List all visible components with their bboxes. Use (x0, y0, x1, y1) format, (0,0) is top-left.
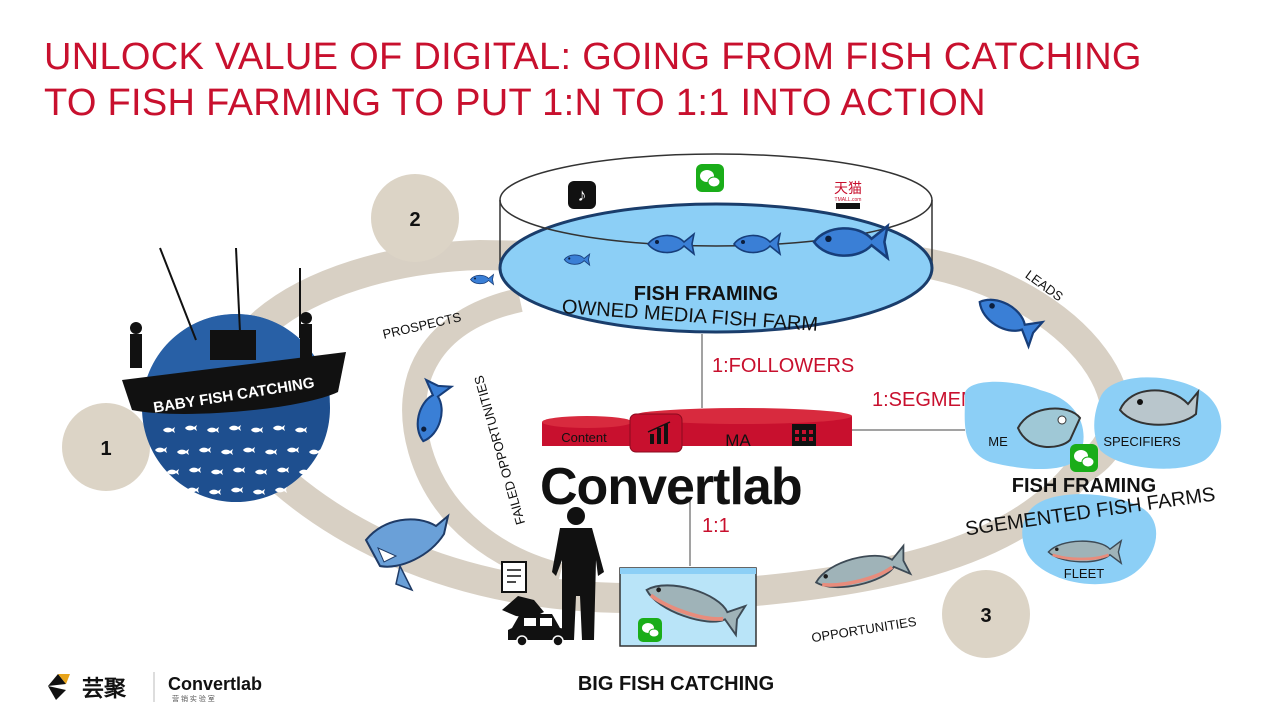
followers-label: 1:FOLLOWERS (712, 355, 854, 377)
title-line-1: UNLOCK VALUE OF DIGITAL: GOING FROM FISH… (44, 36, 1142, 78)
segments-title: FISH FRAMING (1012, 475, 1156, 497)
ma-platform: Content MA (542, 408, 852, 453)
pond-title: FISH FRAMING (634, 283, 778, 305)
step-2-label: 2 (409, 209, 420, 231)
step-1-circle (62, 403, 150, 491)
title-line-2: TO FISH FARMING TO PUT 1:N TO 1:1 INTO A… (44, 82, 986, 124)
wechat-icon-tank (638, 618, 662, 642)
slide-title: UNLOCK VALUE OF DIGITAL: GOING FROM FISH… (44, 34, 1244, 126)
handshake-icon (502, 596, 544, 618)
aquarium-tank (619, 567, 757, 647)
specifier-fish (1118, 388, 1200, 426)
specifiers-label: SPECIFIERS (1103, 434, 1181, 449)
step-1-label: 1 (100, 438, 111, 460)
tmall-icon: 天猫 TMALL.com (834, 180, 862, 209)
footer-logo-sub: 营 销 实 验 室 (172, 694, 215, 703)
wechat-icon (696, 164, 724, 192)
footer-logo-cn: 芸聚 (82, 676, 127, 701)
step-3-label: 3 (980, 605, 991, 627)
svg-text:TMALL.com: TMALL.com (835, 197, 862, 203)
segmented-farms: ME SPECIFIERS FLEET FISH FRAMING SGEMENT… (964, 377, 1222, 585)
step-3-circle (942, 570, 1030, 658)
me-fish (1016, 407, 1082, 449)
opportunities-label: OPPORTUNITIES (810, 614, 917, 645)
shark-icon (364, 513, 450, 592)
footer-logo-brand: Convertlab (168, 674, 262, 694)
document-icon (501, 561, 527, 593)
fisherman-silhouette (552, 507, 604, 640)
ma-label: MA (725, 431, 751, 450)
big-fish-catching-label: BIG FISH CATCHING (578, 673, 774, 695)
content-label: Content (561, 430, 607, 445)
fleet-label: FLEET (1064, 566, 1105, 581)
baby-fish-catching: BABY FISH CATCHING (122, 247, 346, 502)
content-chart-icon (647, 421, 671, 444)
one-to-one-label: 1:1 (702, 515, 730, 537)
tiktok-icon: ♪ (568, 181, 596, 209)
me-label: ME (988, 434, 1008, 449)
inner-track (402, 288, 564, 587)
wechat-icon-segments (1070, 444, 1098, 472)
car-icon (508, 614, 572, 647)
step-2-circle (371, 174, 459, 262)
footer-logo: 芸聚 Convertlab 营 销 实 验 室 (48, 672, 262, 703)
convertlab-wordmark: Convertlab (540, 458, 802, 516)
svg-text:♪: ♪ (578, 185, 587, 205)
calendar-icon (792, 424, 816, 446)
failed-opportunities-label: FAILED OPPORTUNITIES (471, 374, 528, 527)
owned-media-pond: FISH FRAMING OWNED MEDIA FISH FARM (498, 153, 934, 336)
prospect-fish (470, 274, 494, 285)
svg-text:天猫: 天猫 (834, 180, 862, 196)
brand-mark-icon (48, 674, 70, 700)
